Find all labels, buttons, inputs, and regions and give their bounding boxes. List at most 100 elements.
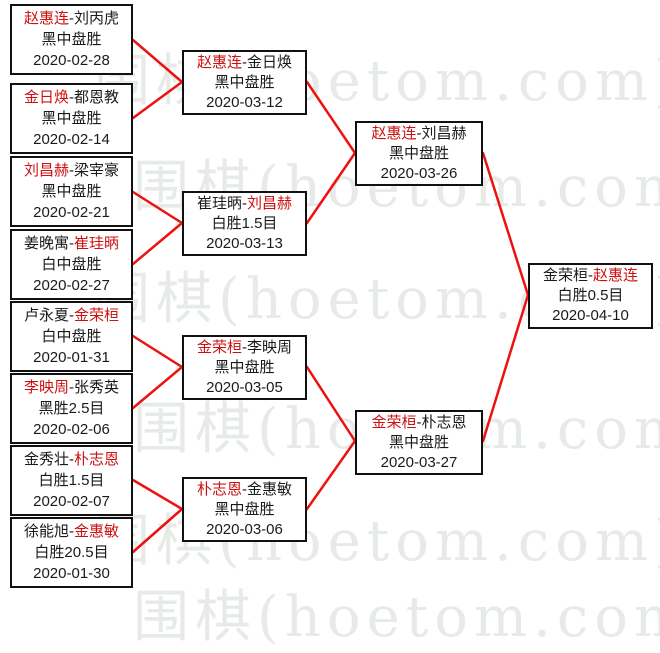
match-box-r1-6: 李映周-张秀英 黑胜2.5目 2020-02-06 [10,373,133,444]
date-line: 2020-02-14 [33,131,110,148]
match-box-r1-4: 姜晚寓-崔珪昞 白中盘胜 2020-02-27 [10,229,133,300]
vs-separator: - [242,339,247,356]
match-box-r1-3: 刘昌赫-梁宰豪 黑中盘胜 2020-02-21 [10,156,133,227]
bracket-connector-line [305,365,357,443]
result-line: 黑中盘胜 [41,183,102,200]
date-line: 2020-03-12 [206,94,283,111]
result-line: 黑中盘胜 [41,31,102,48]
bracket-connector-line [131,190,184,225]
match-box-r1-7: 金秀壮-朴志恩 白胜1.5目 2020-02-07 [10,445,133,516]
players-line: 金秀壮-朴志恩 [12,449,131,470]
vs-separator: - [69,10,74,27]
vs-separator: - [69,379,74,396]
date-line: 2020-01-30 [33,565,110,582]
date-line: 2020-02-06 [33,421,110,438]
vs-separator: - [416,125,422,142]
player-right: 都恩教 [74,89,120,106]
players-line: 赵惠连-刘昌赫 [357,124,481,144]
player-left: 赵惠连 [23,10,69,27]
date-line: 2020-02-07 [33,493,110,510]
vs-separator: - [69,89,74,106]
match-box-sf-2: 金荣桓-朴志恩 黑中盘胜 2020-03-27 [355,410,483,475]
vs-separator: - [242,481,247,498]
vs-separator: - [69,235,74,252]
bracket-connector-line [305,80,357,155]
date-line: 2020-04-10 [552,307,629,324]
result-line: 黑中盘胜 [214,74,275,91]
date-line: 2020-03-13 [206,235,283,252]
players-line: 姜晚寓-崔珪昞 [12,233,131,254]
player-right: 李映周 [247,339,293,356]
result-line: 黑中盘胜 [214,359,275,376]
date-line: 2020-01-31 [33,349,110,366]
player-right: 张秀英 [74,379,120,396]
player-left: 金日焕 [23,89,69,106]
player-left: 卢永夏 [23,307,69,324]
players-line: 金荣桓-赵惠连 [530,266,651,286]
result-line: 白中盘胜 [41,256,102,273]
player-right: 刘丙虎 [74,10,120,27]
vs-separator: - [69,307,74,324]
vs-separator: - [69,451,74,468]
vs-separator: - [588,267,593,284]
date-line: 2020-02-28 [33,52,110,69]
player-left: 刘昌赫 [23,162,69,179]
player-left: 金秀壮 [23,451,69,468]
bracket-connector-line [131,507,184,554]
match-box-r1-1: 赵惠连-刘丙虎 黑中盘胜 2020-02-28 [10,4,133,75]
player-left: 金荣桓 [371,414,417,431]
bracket-connector-line [305,151,357,225]
player-left: 崔珪昞 [196,195,242,212]
result-line: 黑中盘胜 [41,110,102,127]
result-line: 白中盘胜 [41,328,102,345]
bracket-connector-line [131,478,184,511]
player-right: 金惠敏 [74,523,120,540]
bracket-connector-line [131,38,184,84]
match-box-sf-1: 赵惠连-刘昌赫 黑中盘胜 2020-03-26 [355,121,483,186]
match-box-r2-1: 赵惠连-金日焕 黑中盘胜 2020-03-12 [182,50,307,115]
result-line: 黑中盘胜 [388,145,449,162]
player-left: 李映周 [23,379,69,396]
match-box-r1-5: 卢永夏-金荣桓 白中盘胜 2020-01-31 [10,301,133,372]
match-box-r1-2: 金日焕-都恩教 黑中盘胜 2020-02-14 [10,83,133,154]
match-box-r2-2: 崔珪昞-刘昌赫 白胜1.5目 2020-03-13 [182,191,307,256]
date-line: 2020-02-21 [33,204,110,221]
vs-separator: - [69,523,74,540]
players-line: 金荣桓-朴志恩 [357,413,481,433]
date-line: 2020-02-27 [33,277,110,294]
result-line: 白胜1.5目 [211,215,278,232]
bracket-connector-line [481,151,530,297]
player-right: 朴志恩 [74,451,120,468]
players-line: 朴志恩-金惠敏 [184,480,305,500]
players-line: 金日焕-都恩教 [12,87,131,108]
players-line: 赵惠连-刘丙虎 [12,8,131,29]
match-box-r2-4: 朴志恩-金惠敏 黑中盘胜 2020-03-06 [182,477,307,542]
player-left: 朴志恩 [196,481,242,498]
vs-separator: - [242,54,247,71]
result-line: 黑中盘胜 [214,501,275,518]
bracket-connector-line [131,365,184,410]
player-right: 朴志恩 [421,414,467,431]
bracket-connector-line [481,293,530,443]
player-right: 刘昌赫 [421,125,467,142]
result-line: 黑胜2.5目 [38,400,105,417]
players-line: 崔珪昞-刘昌赫 [184,194,305,214]
player-right: 刘昌赫 [247,195,293,212]
vs-separator: - [69,162,74,179]
match-box-r2-3: 金荣桓-李映周 黑中盘胜 2020-03-05 [182,335,307,400]
player-left: 金荣桓 [542,267,588,284]
player-left: 金荣桓 [196,339,242,356]
player-left: 徐能旭 [23,523,69,540]
players-line: 赵惠连-金日焕 [184,53,305,73]
date-line: 2020-03-27 [380,454,458,471]
match-box-final: 金荣桓-赵惠连 白胜0.5目 2020-04-10 [528,263,653,329]
date-line: 2020-03-26 [380,165,458,182]
players-line: 刘昌赫-梁宰豪 [12,160,131,181]
bracket-connector-line [131,80,184,120]
date-line: 2020-03-06 [206,521,283,538]
player-right: 崔珪昞 [74,235,120,252]
bracket-connector-line [131,334,184,369]
result-line: 黑中盘胜 [388,434,449,451]
player-left: 姜晚寓 [23,235,69,252]
player-right: 金荣桓 [74,307,120,324]
